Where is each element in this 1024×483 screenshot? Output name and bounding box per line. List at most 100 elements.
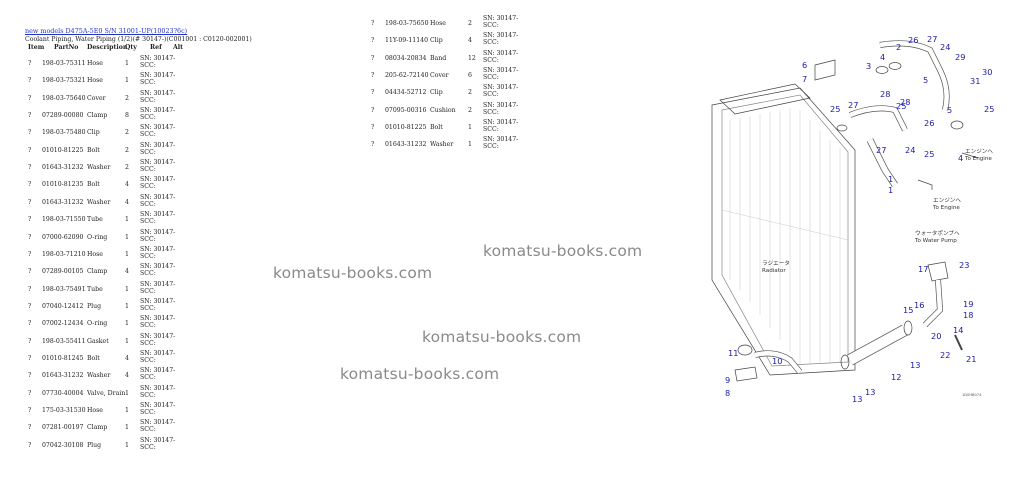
callout-number: 18 (963, 310, 973, 320)
callout-number: 6 (802, 60, 807, 70)
flange (927, 261, 949, 282)
cell-partno: 07289-00105 (42, 268, 84, 276)
cell-qty: 1 (125, 441, 129, 449)
cell-item: ? (28, 337, 32, 345)
cell-partno: 01643-31232 (42, 164, 84, 172)
cell-item: ? (28, 94, 32, 102)
arrow (961, 152, 979, 159)
cell-ref: SN: 30147-SCC: (140, 315, 176, 330)
callout-number: 21 (966, 354, 976, 364)
callout-number: 4 (880, 52, 885, 62)
callout-number: 3 (866, 61, 871, 71)
cell-partno: 01643-31232 (42, 198, 84, 206)
parts-table-left: Item PartNo Description Qty Ref Alt ?198… (25, 44, 225, 454)
cell-partno: 198-03-75640 (42, 94, 86, 102)
callout-number: 13 (910, 360, 920, 370)
cell-desc: Plug (87, 441, 102, 449)
callout-number: 13 (865, 387, 875, 397)
cell-desc: Washer (87, 198, 111, 206)
cell-qty: 1 (125, 233, 129, 241)
cell-qty: 4 (125, 268, 129, 276)
cell-desc: Tube (87, 285, 103, 293)
callout-number: 5 (947, 105, 952, 115)
callout-number: 13 (852, 394, 862, 404)
callout-number: 17 (918, 264, 928, 274)
cell-item: ? (371, 20, 375, 27)
col-alt: Alt (173, 44, 184, 51)
cell-item: ? (28, 302, 32, 310)
col-description: Description (87, 44, 128, 51)
label-radiator-jp: ラジエータ (762, 259, 790, 267)
cell-item: ? (371, 54, 375, 62)
label-pump-jp: ウォータポンプへ (915, 229, 960, 237)
cell-partno: 175-03-31530 (42, 407, 86, 414)
cell-ref: SN: 30147-SCC: (140, 228, 176, 243)
callout-number: 11 (728, 348, 738, 358)
cell-item: ? (28, 233, 32, 241)
cell-item: ? (28, 268, 32, 276)
cell-item: ? (371, 37, 375, 45)
page-subtitle: Coolant Piping, Water Piping (1/2)(# 301… (25, 36, 252, 43)
cell-desc: Clip (87, 129, 100, 137)
callout-number: 25 (830, 104, 840, 114)
cell-ref: SN: 30147-SCC: (140, 263, 176, 278)
upper-tube (879, 40, 950, 111)
cell-partno: 01010-81235 (42, 181, 84, 189)
cell-desc: Washer (87, 372, 111, 380)
cell-qty: 4 (468, 37, 472, 45)
cell-partno: 01010-81225 (42, 146, 84, 154)
cell-item: ? (28, 198, 32, 206)
label-pump-en: To Water Pump (914, 238, 957, 244)
callout-number: 24 (940, 42, 950, 52)
cell-desc: Washer (87, 164, 111, 172)
cell-item: ? (28, 77, 32, 85)
cell-ref: SN: 30147-SCC: (140, 176, 176, 191)
cell-ref: SN: 30147-SCC: (483, 15, 519, 29)
bracket (814, 59, 836, 81)
col-ref: Ref (150, 44, 162, 51)
cell-qty: 2 (125, 129, 129, 137)
cell-desc: Clamp (87, 424, 108, 432)
cell-partno: 07095-00316 (385, 106, 427, 114)
callout-number: 19 (963, 299, 973, 309)
cell-desc: Band (430, 54, 447, 62)
cell-desc: Clip (430, 37, 443, 45)
cell-qty: 4 (125, 372, 129, 380)
callout-number: 1 (888, 185, 893, 195)
cell-qty: 4 (125, 354, 129, 362)
drain-flange (734, 366, 758, 382)
cell-desc: Clip (430, 89, 443, 97)
cell-item: ? (28, 424, 32, 432)
cell-desc: Hose (87, 407, 103, 414)
cell-ref: SN: 30147-SCC: (140, 419, 176, 434)
callout-number: 10 (772, 356, 782, 366)
cell-ref: SN: 30147-SCC: (483, 119, 519, 134)
page-header: new models D475A-5E0 S/N 31001-UP(10023?… (25, 27, 355, 44)
cell-desc: O-ring (87, 320, 108, 328)
cell-ref: SN: 30147-SCC: (483, 136, 519, 151)
cell-qty: 1 (125, 337, 129, 345)
cell-item: ? (28, 285, 32, 293)
callout-number: 15 (903, 305, 913, 315)
cell-qty: 2 (125, 94, 129, 102)
cell-item: ? (28, 372, 32, 380)
cell-qty: 1 (125, 216, 129, 224)
cell-ref: SN: 30147-SCC: (140, 297, 176, 312)
model-link[interactable]: new models D475A-5E0 S/N 31001-UP(10023?… (25, 27, 188, 35)
cell-ref: SN: 30147-SCC: (483, 32, 519, 47)
cell-ref: SN: 30147-SCC: (140, 349, 176, 364)
